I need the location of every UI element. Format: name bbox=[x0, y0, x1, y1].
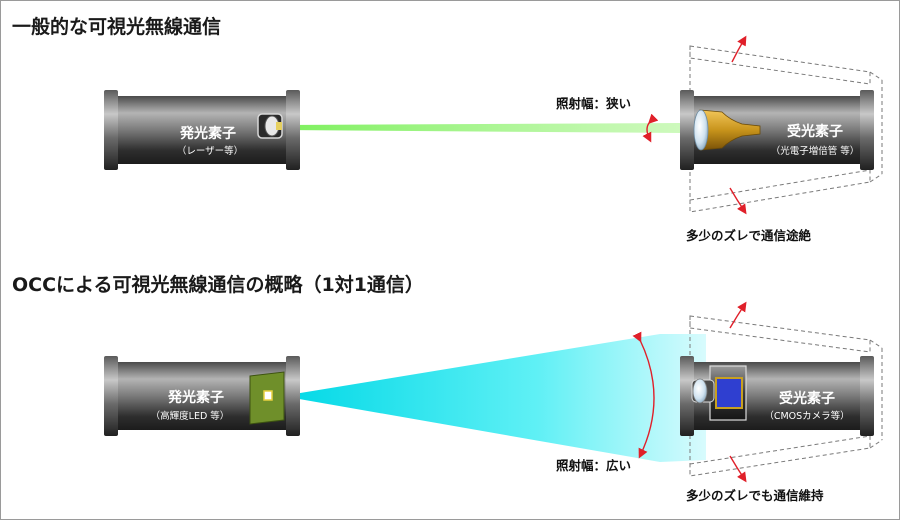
photomultiplier-icon bbox=[693, 109, 761, 151]
receiver2-label: 受光素子 bbox=[779, 390, 835, 407]
led-board-icon bbox=[249, 371, 285, 425]
emitter-cylinder-1 bbox=[104, 90, 300, 170]
receiver-cylinder-1 bbox=[680, 90, 874, 170]
laser-diode-icon bbox=[257, 113, 283, 139]
beam1-width-label: 照射幅：狭い bbox=[556, 96, 631, 111]
misalign-arrows-1 bbox=[642, 35, 747, 215]
narrow-beam bbox=[282, 123, 680, 133]
wide-beam bbox=[282, 334, 706, 462]
section1-note: 多少のズレで通信途絶 bbox=[686, 228, 812, 243]
misalign-arrows-2 bbox=[632, 301, 747, 483]
receiver2-sublabel: （CMOSカメラ等） bbox=[764, 410, 849, 422]
cmos-camera-icon bbox=[691, 365, 747, 421]
section2-note: 多少のズレでも通信維持 bbox=[686, 488, 824, 503]
section1-title: 一般的な可視光無線通信 bbox=[12, 16, 222, 38]
emitter1-sublabel: （レーザー等） bbox=[177, 145, 243, 157]
emitter1-label: 発光素子 bbox=[179, 125, 236, 142]
section2-title: OCCによる可視光無線通信の概略（1対1通信） bbox=[12, 274, 424, 296]
receiver1-misalign-outline bbox=[689, 45, 883, 213]
beam2-width-label: 照射幅：広い bbox=[556, 458, 631, 473]
receiver1-label: 受光素子 bbox=[787, 123, 843, 140]
emitter2-sublabel: （高輝度LED 等） bbox=[151, 410, 230, 422]
emitter2-label: 発光素子 bbox=[167, 389, 224, 406]
receiver1-sublabel: （光電子増倍管 等） bbox=[771, 145, 860, 157]
